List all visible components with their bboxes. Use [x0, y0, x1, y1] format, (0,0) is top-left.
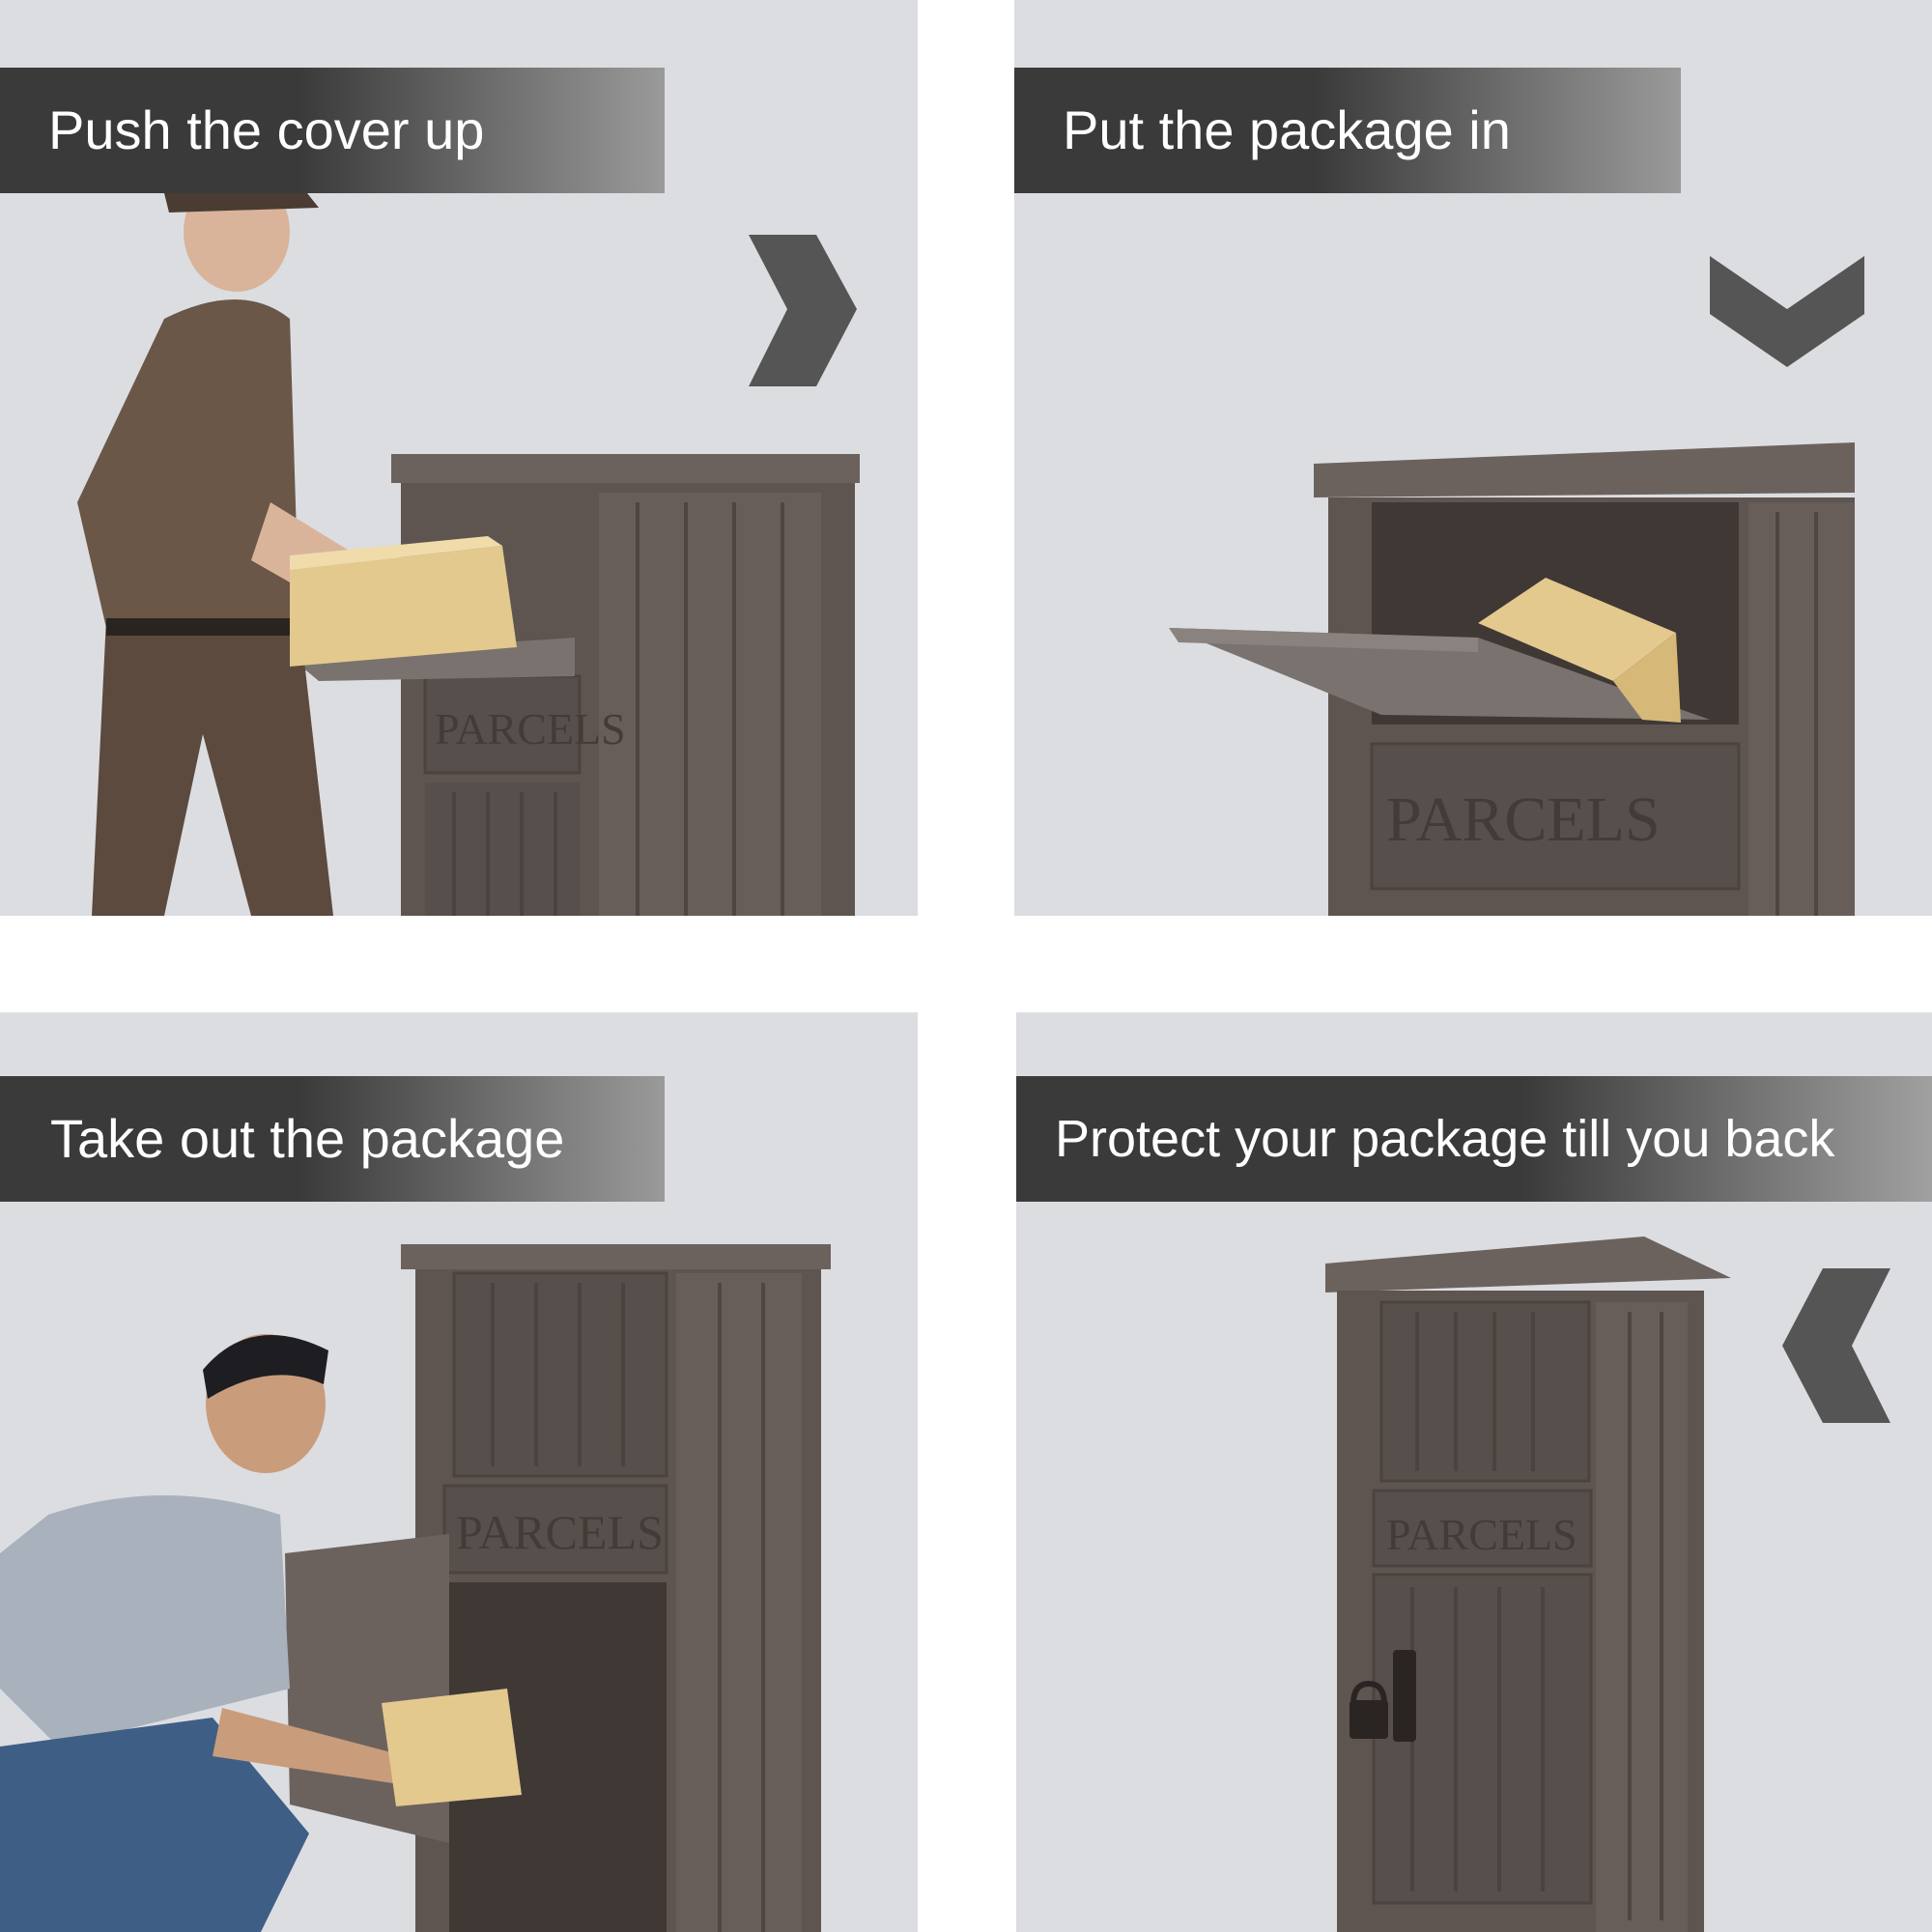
chevron-right-icon: [749, 235, 857, 386]
step-panel-1: PARCELS Push the cover up: [0, 0, 918, 916]
step-panel-4: PARCELS Protect your package till you ba…: [1016, 1012, 1932, 1932]
step-panel-3: PARCELS Take out the package: [0, 1012, 918, 1932]
parcel-box: [1325, 1236, 1731, 1932]
chevron-down-icon: [1710, 256, 1864, 367]
step-4-illustration: PARCELS: [1325, 1236, 1890, 1932]
box-label-text: PARCELS: [1386, 1510, 1577, 1559]
step-panel-2: PARCELS Put the package in: [1014, 0, 1932, 916]
parcel-box: [290, 454, 860, 916]
box-label-text: PARCELS: [456, 1505, 664, 1559]
box-label-text: PARCELS: [1386, 784, 1661, 855]
step-3-illustration: PARCELS: [0, 1244, 831, 1932]
parcel-box: [1169, 442, 1855, 916]
person: [0, 1334, 406, 1932]
package: [290, 536, 517, 667]
step-caption: Take out the package: [0, 1076, 665, 1202]
delivery-person: [77, 166, 425, 916]
parcel-box: [285, 1244, 831, 1932]
step-caption: Protect your package till you back: [1016, 1076, 1932, 1202]
padlock-icon: [1350, 1680, 1388, 1739]
box-label-text: PARCELS: [435, 704, 626, 753]
package: [382, 1689, 522, 1806]
chevron-left-icon: [1782, 1268, 1890, 1423]
package: [1478, 578, 1681, 723]
step-caption: Push the cover up: [0, 68, 665, 193]
step-2-illustration: PARCELS: [1169, 256, 1864, 916]
step-1-illustration: PARCELS: [77, 166, 860, 916]
step-caption: Put the package in: [1014, 68, 1681, 193]
